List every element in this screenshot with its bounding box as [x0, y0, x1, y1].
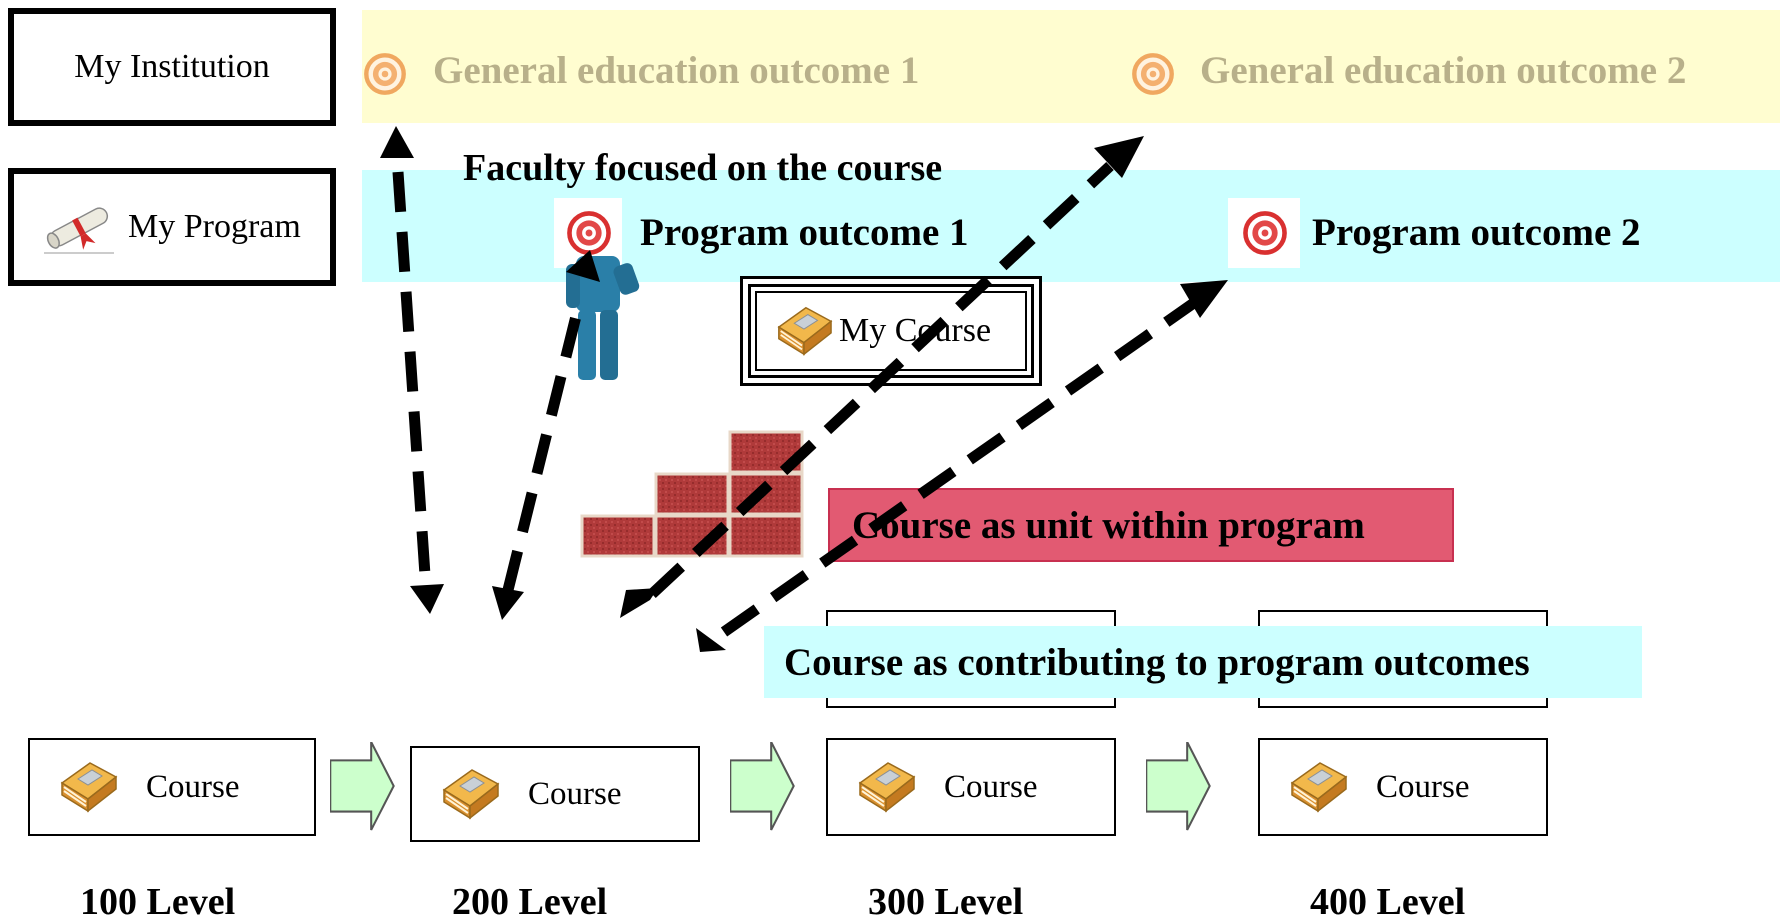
level-label-100: 100 Level	[80, 881, 236, 922]
arrowhead	[1180, 280, 1228, 318]
level-label-300: 300 Level	[868, 881, 1024, 922]
course-unit-caption: Course as unit within program	[828, 488, 1454, 562]
course-label: Course	[944, 768, 1038, 805]
progression-arrow	[1146, 742, 1211, 831]
gen-ed-outcome-2: General education outcome 2	[1200, 49, 1687, 92]
program-label: My Program	[128, 208, 301, 245]
progression-arrow	[330, 742, 395, 831]
level-label-400: 400 Level	[1310, 881, 1466, 922]
program-box: My Program	[8, 168, 336, 286]
course-box-300[interactable]: Course	[826, 738, 1116, 836]
arrowhead	[620, 588, 658, 618]
book-icon	[61, 762, 117, 812]
course-label: Course	[146, 768, 240, 805]
dashed-arrow	[502, 298, 586, 592]
arrowhead	[696, 628, 726, 652]
progression-arrow	[730, 742, 795, 831]
level-label-200: 200 Level	[452, 881, 608, 922]
course-box-400[interactable]: Course	[1258, 738, 1548, 836]
book-icon	[443, 769, 499, 819]
program-outcome-1: Program outcome 1	[640, 211, 969, 254]
brick-wall-icon	[580, 430, 804, 558]
institution-label: My Institution	[74, 48, 270, 85]
arrowhead	[566, 250, 600, 282]
course-box-200[interactable]: Course	[410, 746, 700, 842]
book-icon	[1291, 762, 1347, 812]
course-contributing-caption: Course as contributing to program outcom…	[764, 626, 1642, 698]
arrowhead	[410, 584, 444, 614]
faculty-caption: Faculty focused on the course	[463, 147, 943, 189]
program-outcome-2: Program outcome 2	[1312, 211, 1641, 254]
dashed-arrow	[720, 295, 1202, 637]
arrowhead	[492, 586, 524, 620]
institution-box: My Institution	[8, 8, 336, 126]
institution-band	[362, 10, 1780, 123]
dashed-arrow	[648, 161, 1114, 599]
course-label: Course	[528, 775, 622, 812]
course-contributing-caption-text: Course as contributing to program outcom…	[784, 640, 1530, 684]
arrowhead	[1094, 136, 1144, 178]
gen-ed-outcome-1: General education outcome 1	[433, 49, 920, 92]
course-label: Course	[1376, 768, 1470, 805]
course-unit-caption-text: Course as unit within program	[852, 503, 1365, 547]
course-box-100[interactable]: Course	[28, 738, 316, 836]
book-icon	[859, 762, 915, 812]
arrowhead	[380, 126, 414, 158]
dashed-arrow	[392, 171, 432, 591]
diploma-scroll-icon	[44, 207, 114, 254]
